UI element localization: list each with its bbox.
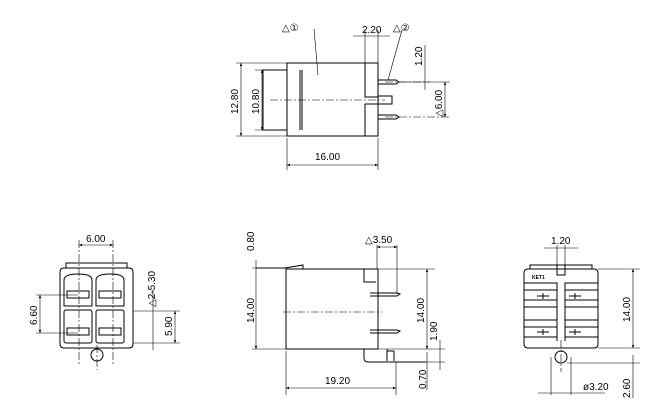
dim-length: 19.20 [325, 376, 350, 387]
terminal [66, 290, 90, 299]
mating-face [262, 69, 303, 131]
dim-pin-length: △3.50 [365, 235, 393, 246]
latch [256, 264, 304, 269]
leader-2 [387, 29, 403, 81]
pins [378, 79, 400, 120]
cavities-top [63, 273, 125, 307]
dim-pitch: 6.00 [86, 234, 106, 245]
dim-base: 0.70 [418, 369, 429, 389]
dim-pin-offset: 1.20 [414, 46, 425, 66]
terminal [66, 327, 90, 336]
body-outline [59, 267, 134, 349]
dim-peg-height: 2.60 [622, 378, 633, 398]
flange-step [364, 63, 378, 136]
dim-height-left: 14.00 [246, 298, 257, 323]
top-view: △① △② 2.20 16.00 12.80 10.80 1.20 △6.00 [230, 23, 450, 170]
dim-height: 14.00 [622, 297, 633, 322]
dim-peg-dia: ø3.20 [583, 382, 609, 393]
terminal [98, 327, 122, 336]
dim-height-outer: 12.80 [230, 89, 241, 114]
terminal-marks [537, 293, 581, 335]
dim-height-right: 14.00 [416, 298, 427, 323]
side-view: △3.50 19.20 0.80 14.00 14.00 1.90 0.70 [246, 231, 445, 395]
note-2-label: △② [393, 23, 410, 34]
note-1-label: △① [282, 23, 299, 34]
dim-note: △2-5.30 [147, 271, 158, 307]
dim-height-inner: 10.80 [251, 89, 262, 114]
dim-row: 6.60 [29, 305, 40, 325]
pins [370, 292, 402, 334]
marking: KET1 [532, 275, 545, 281]
dim-latch: 0.80 [246, 231, 257, 251]
ribs [524, 282, 598, 341]
dim-pin-pitch: △6.00 [434, 89, 445, 117]
leader-1 [313, 28, 319, 76]
cavity [95, 309, 125, 344]
base [363, 349, 426, 363]
rear-view: 1.20 KET1 ø3.20 14.00 2.60 [523, 236, 640, 398]
body-outline [523, 268, 599, 349]
dim-step: 1.90 [429, 321, 440, 341]
body-outline [286, 62, 379, 137]
slot [556, 264, 566, 276]
dim-flange: 2.20 [362, 25, 382, 36]
cavity [63, 309, 93, 344]
dim-slot: 1.20 [551, 236, 571, 247]
dim-length: 16.00 [315, 152, 340, 163]
terminal [98, 290, 122, 299]
front-view: 6.00 6.60 5.90 △2-5.30 [29, 234, 180, 370]
body-outline [285, 268, 379, 350]
dim-width: 5.90 [164, 316, 175, 336]
